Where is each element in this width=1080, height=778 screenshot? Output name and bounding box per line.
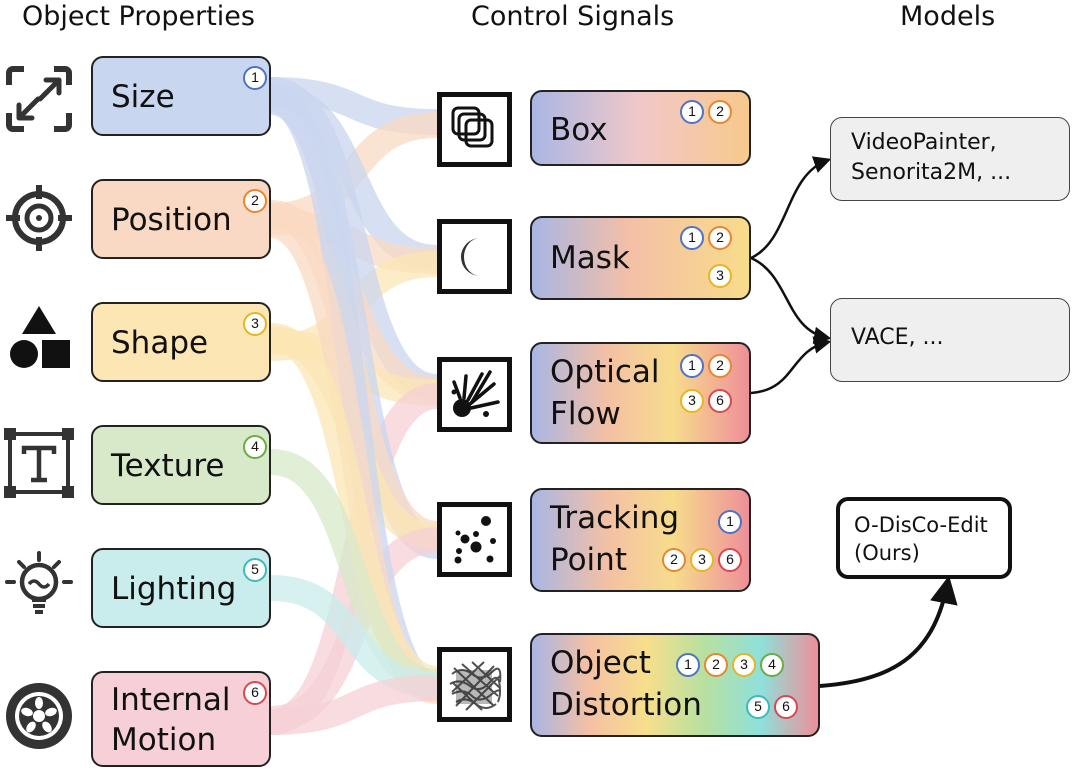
arrow-flow-to-vace: [750, 336, 832, 395]
scatter-dots-icon: [437, 502, 512, 577]
badge: 1: [680, 226, 704, 250]
light-bulb-icon: [5, 551, 73, 614]
model-text-line: Senorita2M, ...: [851, 160, 1012, 185]
badge: 3: [732, 653, 756, 677]
badge: 5: [746, 695, 770, 719]
heading-object-properties: Object Properties: [22, 1, 255, 32]
badge: 3: [243, 312, 267, 336]
property-shape: Shape 3: [91, 302, 271, 382]
text-frame-icon: [4, 428, 74, 498]
badge: 1: [680, 354, 704, 378]
signal-optical-flow: Optical Flow 1 2 3 6: [530, 342, 751, 444]
model-videopainter: VideoPainter, Senorita2M, ...: [830, 117, 1070, 201]
model-vace: VACE, ...: [830, 298, 1070, 382]
signal-mask: Mask 1 2 3: [530, 216, 751, 300]
signal-tracking-point: Tracking Point 1 2 3 6: [530, 488, 751, 592]
arrow-mask-to-videopainter: [750, 156, 832, 260]
crescent-moon-icon: [437, 219, 512, 294]
badge: 6: [718, 548, 742, 572]
badge: 4: [760, 653, 784, 677]
property-label: Texture: [111, 448, 225, 484]
arrow-mask-to-vace: [750, 256, 832, 345]
signal-label-line: Mask: [550, 240, 630, 276]
property-position: Position 2: [91, 179, 271, 259]
badge: 3: [708, 264, 732, 288]
badge: 3: [680, 389, 704, 413]
badge: 5: [243, 558, 267, 582]
property-label: Shape: [111, 325, 209, 361]
model-text-line: VACE, ...: [851, 325, 944, 350]
explosion-icon: [437, 357, 512, 432]
property-label: Position: [111, 202, 232, 238]
badge: 1: [243, 66, 267, 90]
shapes-icon: [10, 306, 70, 368]
property-internal-motion: Internal Motion 6: [91, 671, 271, 767]
badge: 2: [708, 226, 732, 250]
heading-models: Models: [900, 1, 996, 32]
property-texture: Texture 4: [91, 425, 271, 505]
resize-arrows-icon: [4, 63, 74, 133]
signal-label-line: Point: [550, 542, 627, 578]
ribbon-motion-to-signal-4: [270, 675, 438, 735]
badge: 2: [708, 100, 732, 124]
badge: 1: [718, 510, 742, 534]
property-label-line: Internal: [111, 682, 231, 718]
property-label: Lighting: [111, 571, 237, 607]
badge: 6: [774, 695, 798, 719]
model-text-line: VideoPainter,: [851, 130, 997, 155]
overlapping-boxes-icon: [437, 92, 512, 167]
property-label-line: Motion: [111, 722, 217, 758]
model-o-disco-edit: O-DisCo-Edit (Ours): [836, 497, 1012, 579]
badge: 2: [243, 189, 267, 213]
target-crosshair-icon: [6, 185, 72, 251]
wheel-icon: [6, 683, 72, 749]
badge: 3: [690, 548, 714, 572]
arrow-distortion-to-odisco: [819, 575, 958, 688]
badge: 4: [243, 435, 267, 459]
property-label: Size: [111, 79, 175, 115]
signal-label-line: Object: [550, 645, 651, 681]
badge: 2: [704, 653, 728, 677]
signal-label-line: Box: [550, 112, 608, 148]
property-size: Size 1: [91, 56, 271, 136]
model-text-line: (Ours): [854, 541, 920, 565]
model-text-line: O-DisCo-Edit: [854, 513, 988, 537]
heading-control-signals: Control Signals: [471, 1, 675, 32]
signal-label-line: Tracking: [550, 500, 680, 536]
signal-object-distortion: Object Distortion 1 2 3 4 5 6: [530, 633, 820, 737]
badge: 6: [708, 389, 732, 413]
property-lighting: Lighting 5: [91, 548, 271, 628]
badge: 2: [708, 354, 732, 378]
signal-label-line: Optical: [550, 354, 660, 390]
badge: 1: [676, 653, 700, 677]
scribble-texture-icon: [437, 647, 512, 722]
badge: 1: [680, 100, 704, 124]
signal-box: Box 1 2: [530, 90, 751, 166]
signal-label-line: Flow: [550, 396, 621, 432]
badge: 2: [662, 548, 686, 572]
signal-label-line: Distortion: [550, 687, 702, 723]
badge: 6: [243, 681, 267, 705]
